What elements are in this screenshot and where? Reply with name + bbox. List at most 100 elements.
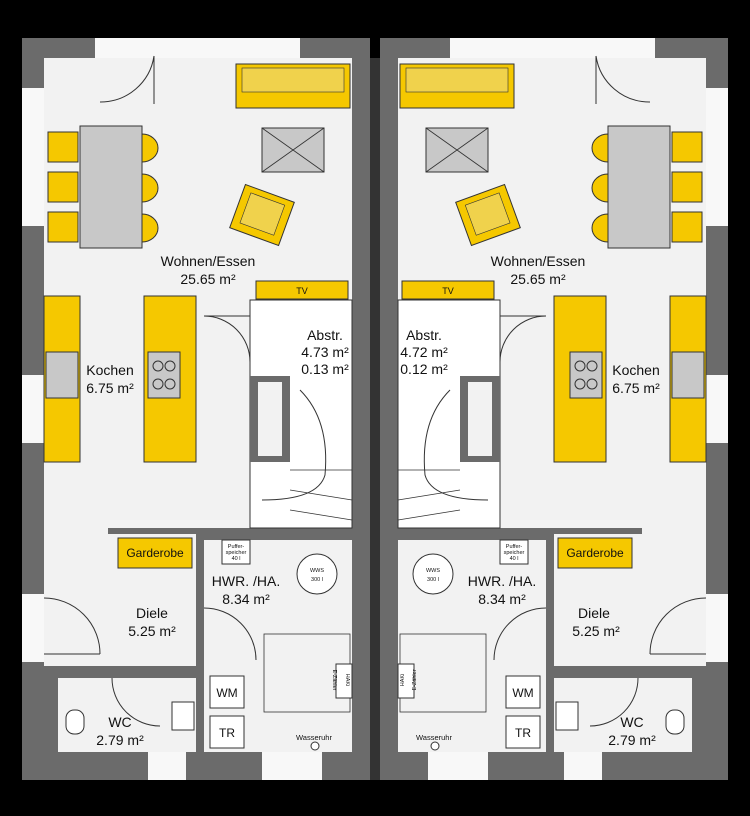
- room-name-wc-right: WC: [620, 714, 643, 730]
- buffer-tank-icon: [221, 539, 251, 565]
- buffer-label-right-3: 40 l: [510, 556, 519, 562]
- room-name-wc-left: WC: [108, 714, 131, 730]
- door-swing-icon: [43, 597, 101, 655]
- dining-chair-icon: [141, 213, 159, 243]
- wall-left-c: [44, 666, 204, 678]
- sink-icon: [45, 351, 79, 399]
- room-name-hall-right: Diele: [578, 605, 610, 621]
- room-name-living-left: Wohnen/Essen: [161, 253, 256, 269]
- door-swing-icon: [203, 315, 251, 363]
- door-swing-icon: [99, 55, 155, 103]
- sink-icon: [671, 351, 705, 399]
- dining-chair-icon: [671, 171, 703, 203]
- room-name-living-right: Wohnen/Essen: [491, 253, 586, 269]
- wall-left-d: [196, 660, 204, 754]
- water-tank-icon: [296, 553, 338, 595]
- washer-icon: [505, 675, 541, 709]
- wall-left-b: [196, 534, 204, 674]
- dining-chair-icon: [47, 171, 79, 203]
- washer-label-left: WM: [216, 686, 237, 700]
- dryer-icon: [505, 715, 541, 749]
- room-area-wc-left: 2.79 m²: [96, 732, 144, 748]
- room-area2-storage-right: 0.12 m²: [400, 361, 448, 377]
- meter-label-left: E-Zähler: [331, 669, 337, 690]
- unit-left: [22, 38, 370, 780]
- room-name-storage-right: Abstr.: [406, 327, 442, 343]
- buffer-label-left-1: Puffer-: [228, 544, 245, 550]
- wardrobe-label-right: Garderobe: [566, 546, 624, 560]
- stove-icon: [147, 351, 181, 399]
- dryer-label-right: TR: [515, 726, 531, 740]
- room-area-wc-right: 2.79 m²: [608, 732, 656, 748]
- entry-door-left: [22, 594, 44, 662]
- dining-chair-icon: [591, 133, 609, 163]
- window-bottom-left-2: [262, 752, 322, 780]
- room-name-hall-left: Diele: [136, 605, 168, 621]
- meter-label-right: E-Zähler: [412, 669, 418, 690]
- tank-label-right: WWS: [426, 568, 440, 574]
- dryer-icon: [209, 715, 245, 749]
- door-swing-icon: [649, 597, 707, 655]
- dining-table-icon: [79, 125, 143, 249]
- dining-chair-icon: [671, 211, 703, 243]
- unit-right: [380, 38, 728, 780]
- dining-chair-icon: [141, 133, 159, 163]
- washer-label-right: WM: [512, 686, 533, 700]
- dining-table-icon: [607, 125, 671, 249]
- wall-left-a: [108, 528, 204, 534]
- dryer-label-left: TR: [219, 726, 235, 740]
- buffer-tank-icon: [499, 539, 529, 565]
- tv-icon: [401, 280, 495, 300]
- room-name-kitchen-right: Kochen: [612, 362, 659, 378]
- window-bottom-left-1: [148, 752, 186, 780]
- washbasin-icon: [171, 701, 195, 731]
- tank-label-left: WWS: [310, 568, 324, 574]
- window-top-right: [450, 38, 655, 58]
- stove-icon: [569, 351, 603, 399]
- room-area-utility-left: 8.34 m²: [222, 591, 270, 607]
- tank-volume-left: 300 l: [311, 577, 323, 583]
- meter-box-icon: [397, 663, 415, 699]
- tank-volume-right: 300 l: [427, 577, 439, 583]
- room-area-utility-right: 8.34 m²: [478, 591, 526, 607]
- room-area2-storage-left: 0.13 m²: [301, 361, 349, 377]
- room-area-living-right: 25.65 m²: [510, 271, 566, 287]
- door-swing-icon: [203, 607, 257, 661]
- room-area-kitchen-right: 6.75 m²: [612, 380, 660, 396]
- room-area-hall-right: 5.25 m²: [572, 623, 620, 639]
- dining-chair-icon: [671, 131, 703, 163]
- water-meter-icon: [430, 741, 440, 751]
- dining-chair-icon: [141, 173, 159, 203]
- dining-chair-icon: [47, 131, 79, 163]
- window-side-left-1: [22, 88, 44, 226]
- dining-chair-icon: [47, 211, 79, 243]
- toilet-icon: [665, 709, 685, 735]
- room-area-storage-right: 4.72 m²: [400, 344, 448, 360]
- tv-label-right: TV: [442, 286, 454, 296]
- water-meter-label-right: Wasseruhr: [416, 733, 452, 742]
- buffer-label-right-1: Puffer-: [506, 544, 523, 550]
- dining-chair-icon: [591, 213, 609, 243]
- haki-label-left: HAKi: [344, 674, 350, 687]
- door-swing-icon: [493, 607, 547, 661]
- room-area-storage-left: 4.73 m²: [301, 344, 349, 360]
- water-meter-label-left: Wasseruhr: [296, 733, 332, 742]
- window-top-left: [95, 38, 300, 58]
- window-side-left-2: [22, 375, 44, 443]
- room-name-kitchen-left: Kochen: [86, 362, 133, 378]
- toilet-icon: [65, 709, 85, 735]
- tv-icon: [255, 280, 349, 300]
- room-name-utility-left: HWR. /HA.: [212, 573, 280, 589]
- wardrobe-icon: [557, 537, 633, 569]
- armchair-icon: [229, 183, 295, 247]
- washbasin-icon: [555, 701, 579, 731]
- door-swing-icon: [111, 677, 161, 727]
- wardrobe-icon: [117, 537, 193, 569]
- door-swing-icon: [595, 55, 651, 103]
- room-name-utility-right: HWR. /HA.: [468, 573, 536, 589]
- buffer-label-left-3: 40 l: [232, 556, 241, 562]
- room-area-kitchen-left: 6.75 m²: [86, 380, 134, 396]
- entry-door-right: [706, 594, 728, 662]
- dining-chair-icon: [591, 173, 609, 203]
